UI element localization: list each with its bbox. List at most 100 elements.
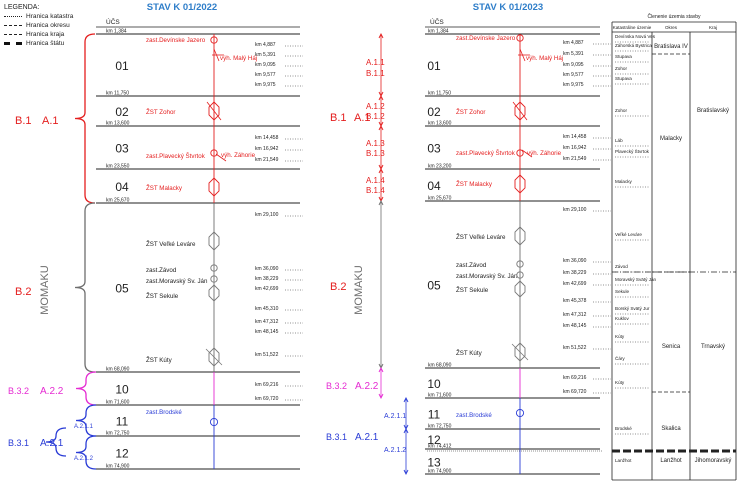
sub-label: B.1.2 — [366, 112, 385, 121]
switch-icon — [215, 153, 227, 162]
section-number: 13 — [115, 0, 129, 3]
section-km-label: km 71,600 — [106, 400, 130, 406]
station-km-label: km 48,145 — [255, 329, 279, 335]
station-halt-icon — [516, 260, 524, 268]
heavy-line-icon — [4, 42, 22, 45]
group-label-momaku: MOMAKU — [353, 265, 365, 315]
legend-label: Hranica štátu — [26, 40, 65, 47]
section-number: 04 — [115, 180, 129, 194]
station-halt-icon — [210, 36, 218, 44]
brace-a1 — [74, 33, 96, 204]
section-km-label: km 71,600 — [428, 393, 452, 399]
table-header: Kraj — [709, 25, 717, 30]
station-km-label: km 9,095 — [563, 62, 584, 68]
switch-icon — [519, 48, 526, 62]
legend-title: LEGENDA: — [4, 4, 40, 11]
legend-item: Hranica štátu — [4, 39, 73, 48]
section-number: 05 — [427, 279, 441, 293]
station-halt-icon — [210, 264, 218, 272]
section-number: 05 — [115, 282, 129, 296]
group-label-a22: A.2.2 — [40, 386, 64, 397]
group-label-b1: B.1 — [15, 115, 32, 127]
section-km-label: km 1,384 — [106, 29, 127, 35]
legend-label: Hranica kraja — [26, 31, 65, 38]
sub-label: A.2.1.1 — [384, 413, 406, 420]
station-label: výh. Malý Háj — [526, 55, 563, 62]
cadastre-label: Brodské — [615, 426, 632, 431]
station-label: ŽST Malacky — [456, 180, 493, 188]
station-label: zast.Moravský Sv. Ján — [456, 273, 518, 280]
dim-arrow-head-top — [403, 396, 409, 403]
legend: LEGENDA: Hranica katastra Hranica okresu… — [4, 3, 73, 48]
station-km-label: km 9,975 — [255, 82, 276, 88]
station-halt-icon — [516, 34, 524, 42]
district-label: Lanžhot — [660, 458, 682, 464]
cadastre-label: Stupava — [615, 54, 632, 59]
station-km-label: km 48,145 — [563, 323, 587, 329]
station-km-label: km 21,549 — [563, 156, 587, 162]
station-km-label: km 69,216 — [255, 382, 279, 388]
station-halt-icon — [210, 275, 218, 283]
cadastre-label: Kúty — [615, 334, 625, 339]
table-header: Katastrálne územie — [613, 25, 652, 30]
group-label-a21: A.2.1 — [40, 438, 64, 449]
section-number: 03 — [115, 142, 129, 156]
station-label: ŽST Sekule — [146, 292, 179, 300]
cadastre-label: Veľké Leváre — [615, 232, 642, 237]
section-km-label: km 13,600 — [106, 121, 130, 127]
dim-arrow-head-top — [378, 366, 384, 373]
station-label: ŽST Veľké Leváre — [456, 233, 506, 241]
group-label-b2: B.2 — [15, 286, 32, 298]
station-label: zast.Plavecký Štvrtok — [456, 150, 516, 157]
district-label: Senica — [662, 344, 681, 350]
brace-a211 — [75, 404, 97, 437]
station-km-label: km 9,577 — [255, 72, 276, 78]
group-label-a211: A.2.1.1 — [74, 424, 94, 430]
station-km-label: km 51,522 — [255, 352, 279, 358]
section-km-label: km 68,090 — [428, 363, 452, 369]
district-label: Malacky — [660, 136, 682, 142]
group-label-b32: B.3.2 — [8, 386, 29, 396]
legend-item: Hranica kraja — [4, 30, 73, 39]
dim-arrow-head-top — [378, 199, 384, 206]
section-km-label: km 13,600 — [428, 121, 452, 127]
station-label: zast.Plavecký Štvrtok — [146, 153, 206, 160]
station-km-label: km 5,391 — [255, 52, 276, 58]
group-label-a22: A.2.2 — [355, 381, 379, 392]
station-building-icon — [514, 342, 526, 362]
section-km-label: km 72,750 — [106, 431, 130, 437]
section-km-label: km 23,550 — [106, 164, 130, 170]
station-label: zast.Devínske Jazero — [456, 35, 516, 42]
station-km-label: km 38,229 — [563, 270, 587, 276]
switch-icon — [205, 348, 223, 366]
station-label: výh. Záhorie — [221, 152, 256, 159]
station-km-label: km 69,720 — [563, 389, 587, 395]
station-halt-icon — [210, 149, 218, 157]
dotted-line-icon — [4, 16, 22, 17]
section-km-label: km 72,750 — [428, 424, 452, 430]
station-km-label: km 45,310 — [255, 306, 279, 312]
station-building-icon — [514, 280, 526, 298]
section-number: 01 — [115, 59, 129, 73]
station-km-label: km 36,090 — [255, 266, 279, 272]
station-building-icon — [514, 174, 526, 194]
legend-item: Hranica katastra — [4, 12, 73, 21]
dim-arrow-head-top — [378, 167, 384, 174]
legend-item: Hranica okresu — [4, 21, 73, 30]
station-km-label: km 69,720 — [255, 396, 279, 402]
ucs-header: ÚČS — [106, 17, 120, 26]
station-label: zast.Závod — [146, 267, 177, 274]
station-km-label: km 14,458 — [563, 134, 587, 140]
station-label: výh. Záhorie — [527, 150, 562, 157]
switch-icon — [511, 343, 529, 361]
section-number: 03 — [427, 142, 441, 156]
sub-label: A.2.1.2 — [384, 447, 406, 454]
sub-label: A.1.3 — [366, 139, 385, 148]
sub-label: B.1.3 — [366, 149, 385, 158]
station-km-label: km 29,100 — [255, 212, 279, 218]
station-km-label: km 4,887 — [563, 40, 584, 46]
cadastre-label: Malacky — [615, 179, 633, 184]
group-label-b32: B.3.2 — [326, 381, 347, 391]
station-km-label: km 36,090 — [563, 258, 587, 264]
